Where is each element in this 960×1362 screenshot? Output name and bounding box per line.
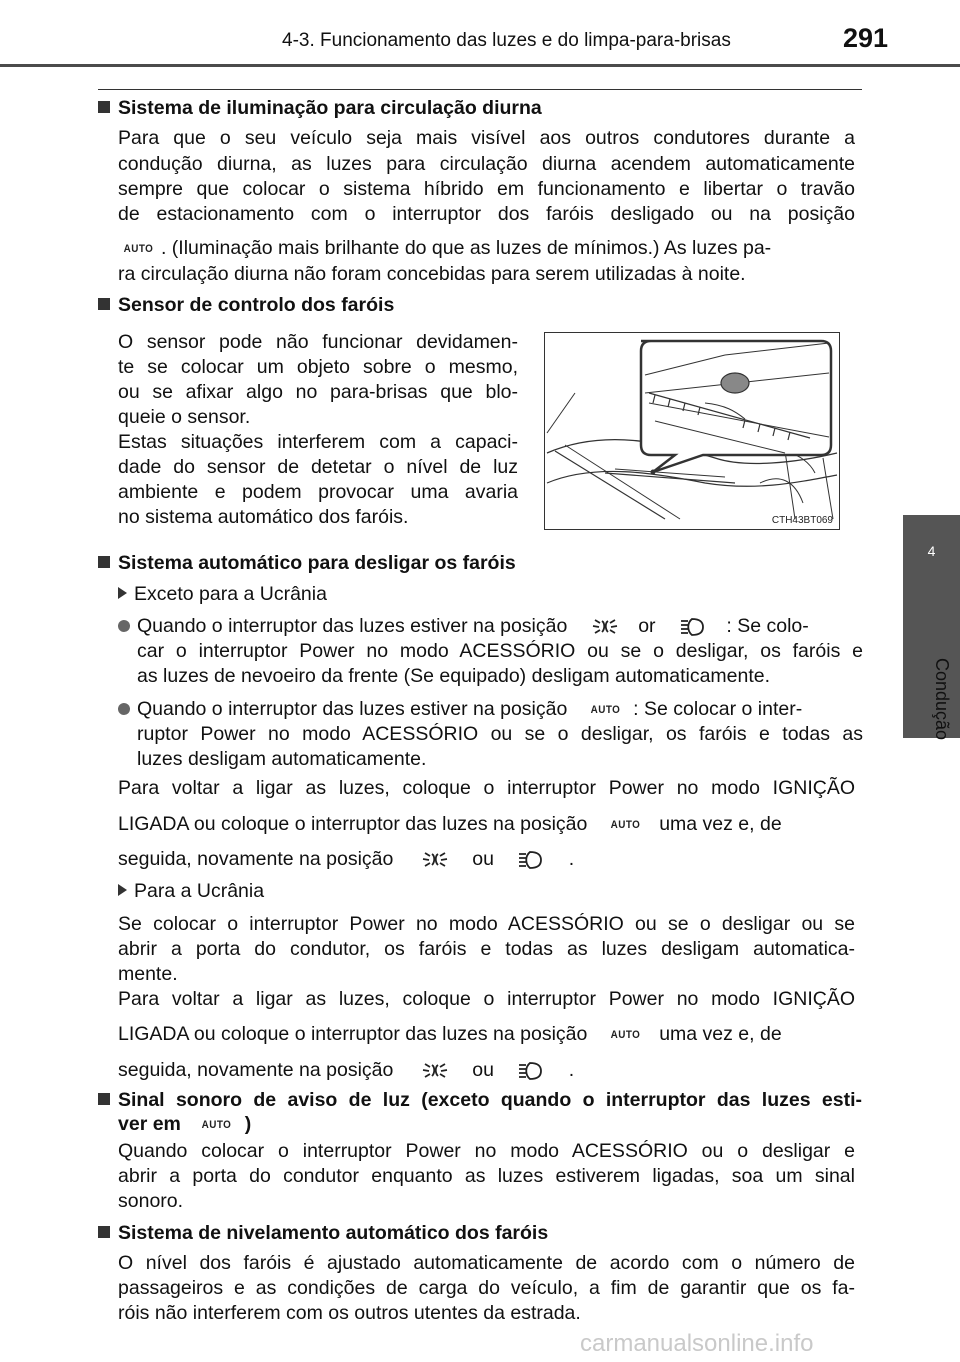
- sensor-text-line-6: dade do sensor de detetar o nível de luz: [118, 456, 518, 478]
- subheading-ukraine: Para a Ucrânia: [118, 879, 264, 903]
- drl-text-line-2: condução diurna, as luzes para circulaçã…: [118, 153, 855, 175]
- auto-position-icon: AUTO: [201, 1119, 232, 1131]
- sensor-text-line-8: no sistema automático dos faróis.: [118, 506, 409, 528]
- auto-position-icon: AUTO: [123, 243, 154, 255]
- section-heading-drl: Sistema de iluminação para circulação di…: [98, 96, 542, 120]
- square-bullet-icon: [98, 1226, 110, 1238]
- sensor-text-line-7: ambiente e podem provocar uma avaria: [118, 481, 518, 503]
- triangle-bullet-icon: [118, 884, 127, 896]
- section-heading-sensor: Sensor de controlo dos faróis: [98, 293, 394, 317]
- square-bullet-icon: [98, 1093, 110, 1105]
- paragraph-2-line-3: mente.: [118, 963, 178, 985]
- leveling-text-line-1: O nível dos faróis é ajustado automatica…: [118, 1252, 855, 1274]
- drl-text-line-4: de estacionamento com o interruptor dos …: [118, 203, 855, 225]
- sensor-text-line-1: O sensor pode não funcionar devidamen-: [118, 331, 518, 353]
- bullet-1-line-2: car o interruptor Power no modo ACESSÓRI…: [137, 640, 863, 662]
- round-bullet-icon: [118, 620, 130, 632]
- section-heading-warning-l1: Sinal sonoro de aviso de luz (exceto qua…: [98, 1088, 862, 1112]
- paragraph-2-line-1: Se colocar o interruptor Power no modo A…: [118, 913, 855, 935]
- subheading-except-ukraine: Exceto para a Ucrânia: [118, 582, 327, 606]
- watermark: carmanualsonline.info: [580, 1330, 814, 1357]
- paragraph-3-line-1: Para voltar a ligar as luzes, coloque o …: [118, 988, 855, 1010]
- bullet-2-line-1: Quando o interruptor das luzes estiver n…: [118, 697, 802, 722]
- auto-position-icon: AUTO: [610, 1029, 641, 1041]
- paragraph-3-line-3: seguida, novamente na posição ou .: [118, 1059, 575, 1081]
- drl-text-line-1: Para que o seu veículo seja mais visível…: [118, 127, 855, 149]
- header-title: 4-3. Funcionamento das luzes e do limpa-…: [282, 30, 731, 51]
- triangle-bullet-icon: [118, 587, 127, 599]
- leveling-text-line-3: róis não interferem com os outros utente…: [118, 1302, 581, 1324]
- round-bullet-icon: [118, 703, 130, 715]
- header-rule: [0, 64, 960, 67]
- tail-light-icon: [591, 619, 618, 634]
- page-number: 291: [843, 23, 889, 53]
- content-rule: [98, 89, 862, 90]
- paragraph-1-line-3: seguida, novamente na posição ou .: [118, 848, 575, 870]
- sensor-text-line-3: ou se afixar algo no para-brisas que blo…: [118, 381, 518, 403]
- drl-text-line-5: AUTO. (Iluminação mais brilhante do que …: [123, 237, 772, 259]
- paragraph-3-line-2: LIGADA ou coloque o interruptor das luze…: [118, 1023, 782, 1045]
- headlight-icon: [680, 618, 704, 636]
- warning-text-line-3: sonoro.: [118, 1190, 184, 1212]
- bullet-2-line-2: ruptor Power no modo ACESSÓRIO ou se o d…: [137, 723, 863, 745]
- auto-position-icon: AUTO: [590, 704, 621, 716]
- tail-light-icon: [421, 852, 448, 867]
- paragraph-2-line-2: abrir a porta do condutor, os faróis e t…: [118, 938, 855, 960]
- auto-position-icon: AUTO: [610, 819, 641, 831]
- square-bullet-icon: [98, 556, 110, 568]
- sensor-text-line-4: queie o sensor.: [118, 406, 251, 428]
- figure-caption: CTH43BT069: [771, 515, 833, 526]
- headlight-icon: [518, 1062, 543, 1080]
- windshield-sensor-illustration: [546, 339, 838, 520]
- paragraph-1-line-1: Para voltar a ligar as luzes, coloque o …: [118, 777, 855, 799]
- sensor-text-line-5: Estas situações interferem com a capaci-: [118, 431, 518, 453]
- section-heading-warning-l2: ver em AUTO ): [118, 1113, 252, 1135]
- drl-text-line-3: sempre que colocar o sistema híbrido em …: [118, 178, 855, 200]
- warning-text-line-2: abrir a porta do condutor enquanto as lu…: [118, 1165, 855, 1187]
- tail-light-icon: [421, 1063, 448, 1078]
- bullet-2-line-3: luzes desligam automaticamente.: [137, 748, 427, 770]
- square-bullet-icon: [98, 101, 110, 113]
- leveling-text-line-2: passageiros e as condições de carga do v…: [118, 1277, 855, 1299]
- sensor-figure: CTH43BT069: [544, 332, 840, 530]
- chapter-tab[interactable]: 4: [903, 515, 960, 738]
- bullet-1-line-1: Quando o interruptor das luzes estiver n…: [118, 614, 809, 638]
- paragraph-1-line-2: LIGADA ou coloque o interruptor das luze…: [118, 813, 782, 835]
- warning-text-line-1: Quando colocar o interruptor Power no mo…: [118, 1140, 855, 1162]
- square-bullet-icon: [98, 298, 110, 310]
- drl-text-line-6: ra circulação diurna não foram concebida…: [118, 263, 746, 285]
- section-heading-leveling: Sistema de nivelamento automático dos fa…: [98, 1221, 548, 1245]
- sensor-text-line-2: te se colocar um objeto sobre o mesmo,: [118, 356, 518, 378]
- headlight-icon: [518, 851, 543, 869]
- section-heading-auto-off: Sistema automático para desligar os faró…: [98, 551, 516, 575]
- bullet-1-line-3: as luzes de nevoeiro da frente (Se equip…: [137, 665, 771, 687]
- chapter-tab-label: Condução: [932, 658, 952, 741]
- chapter-tab-number: 4: [927, 543, 936, 559]
